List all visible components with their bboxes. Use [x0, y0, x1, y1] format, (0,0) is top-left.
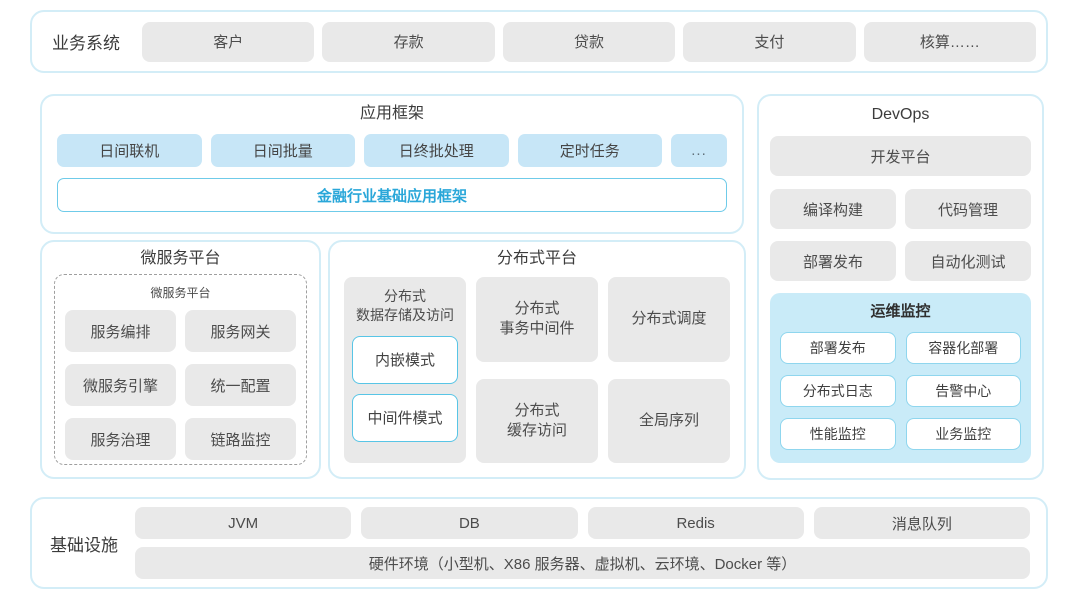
- business-item: 贷款: [502, 21, 676, 62]
- monitor-item: 部署发布: [780, 332, 896, 364]
- business-systems-label: 业务系统: [52, 34, 120, 53]
- distributed-panel: 分布式平台 分布式 数据存储及访问 内嵌模式 中间件模式 分布式 事务中间件 分…: [328, 240, 746, 479]
- devops-row: 编译构建 代码管理: [770, 189, 1031, 229]
- microservice-inner-box: 微服务平台 服务编排 服务网关 微服务引擎 统一配置 服务治理 链路监控: [54, 274, 307, 465]
- ops-monitor-panel: 运维监控 部署发布 容器化部署 分布式日志 告警中心 性能监控 业务监控: [770, 293, 1031, 463]
- dist-cell: 全局序列: [608, 378, 730, 463]
- storage-mode-item: 中间件模式: [352, 393, 458, 442]
- storage-mode-item: 内嵌模式: [352, 335, 458, 384]
- dev-platform-box: 开发平台: [770, 136, 1031, 176]
- business-systems-panel: 业务系统 客户 存款 贷款 支付 核算……: [30, 10, 1048, 73]
- business-item: 客户: [142, 21, 315, 62]
- app-framework-row: 日间联机 日间批量 日终批处理 定时任务 ...: [57, 134, 727, 167]
- distributed-title: 分布式平台: [496, 250, 577, 267]
- business-item: 存款: [322, 21, 495, 62]
- devops-item: 代码管理: [905, 189, 1031, 229]
- devops-item: 部署发布: [770, 241, 896, 281]
- devops-panel: DevOps 开发平台 编译构建 代码管理 部署发布 自动化测试 运维监控 部署…: [757, 94, 1044, 480]
- app-framework-item: 日间批量: [210, 134, 355, 167]
- microservice-title: 微服务平台: [140, 250, 221, 267]
- business-systems-row: 客户 存款 贷款 支付 核算……: [142, 21, 1037, 62]
- monitor-item: 分布式日志: [780, 375, 896, 407]
- dist-cell: 分布式 事务中间件: [476, 277, 598, 362]
- ops-monitor-row: 分布式日志 告警中心: [780, 375, 1021, 407]
- distributed-column: 分布式 事务中间件 分布式 缓存访问: [476, 277, 598, 463]
- microservice-item: 服务编排: [65, 310, 176, 352]
- microservice-item: 微服务引擎: [65, 364, 176, 406]
- business-item: 支付: [683, 21, 856, 62]
- microservice-grid: 服务编排 服务网关 微服务引擎 统一配置 服务治理 链路监控: [65, 310, 296, 460]
- app-framework-item-more: ...: [671, 134, 727, 167]
- business-item: 核算……: [863, 21, 1037, 62]
- microservice-item: 统一配置: [185, 364, 296, 406]
- infra-item: 消息队列: [813, 507, 1030, 539]
- infra-item: JVM: [135, 507, 352, 539]
- dist-storage-label: 分布式 数据存储及访问: [356, 288, 454, 323]
- app-framework-panel: 应用框架 日间联机 日间批量 日终批处理 定时任务 ... 金融行业基础应用框架: [40, 94, 744, 234]
- monitor-item: 容器化部署: [905, 332, 1021, 364]
- infrastructure-label: 基础设施: [50, 535, 118, 555]
- devops-row: 部署发布 自动化测试: [770, 241, 1031, 281]
- monitor-item: 告警中心: [905, 375, 1021, 407]
- dist-storage-box: 分布式 数据存储及访问 内嵌模式 中间件模式: [344, 277, 466, 463]
- devops-item: 编译构建: [770, 189, 896, 229]
- base-framework-box: 金融行业基础应用框架: [57, 178, 727, 212]
- infrastructure-panel: 基础设施 JVM DB Redis 消息队列 硬件环境（小型机、X86 服务器、…: [30, 497, 1048, 589]
- ops-monitor-row: 部署发布 容器化部署: [780, 332, 1021, 364]
- microservice-item: 服务治理: [65, 418, 176, 460]
- infra-item: DB: [361, 507, 578, 539]
- microservice-inner-title: 微服务平台: [150, 286, 211, 300]
- dist-cell: 分布式 缓存访问: [476, 378, 598, 463]
- app-framework-item: 定时任务: [517, 134, 662, 167]
- dist-cell: 分布式调度: [608, 277, 730, 362]
- ops-monitor-title: 运维监控: [870, 303, 931, 320]
- microservice-panel: 微服务平台 微服务平台 服务编排 服务网关 微服务引擎 统一配置 服务治理 链路…: [40, 240, 321, 479]
- infrastructure-row: JVM DB Redis 消息队列: [135, 507, 1030, 539]
- infrastructure-rows: JVM DB Redis 消息队列 硬件环境（小型机、X86 服务器、虚拟机、云…: [135, 507, 1030, 579]
- app-framework-title: 应用框架: [359, 105, 424, 122]
- app-framework-item: 日间联机: [57, 134, 202, 167]
- monitor-item: 性能监控: [780, 418, 896, 450]
- app-framework-item: 日终批处理: [364, 134, 509, 167]
- microservice-item: 链路监控: [185, 418, 296, 460]
- hardware-env-box: 硬件环境（小型机、X86 服务器、虚拟机、云环境、Docker 等）: [135, 547, 1030, 579]
- distributed-column: 分布式调度 全局序列: [608, 277, 730, 463]
- monitor-item: 业务监控: [905, 418, 1021, 450]
- infra-item: Redis: [587, 507, 804, 539]
- ops-monitor-row: 性能监控 业务监控: [780, 418, 1021, 450]
- distributed-grid: 分布式 数据存储及访问 内嵌模式 中间件模式 分布式 事务中间件 分布式 缓存访…: [344, 277, 730, 463]
- microservice-item: 服务网关: [185, 310, 296, 352]
- devops-title: DevOps: [871, 106, 930, 123]
- devops-item: 自动化测试: [905, 241, 1031, 281]
